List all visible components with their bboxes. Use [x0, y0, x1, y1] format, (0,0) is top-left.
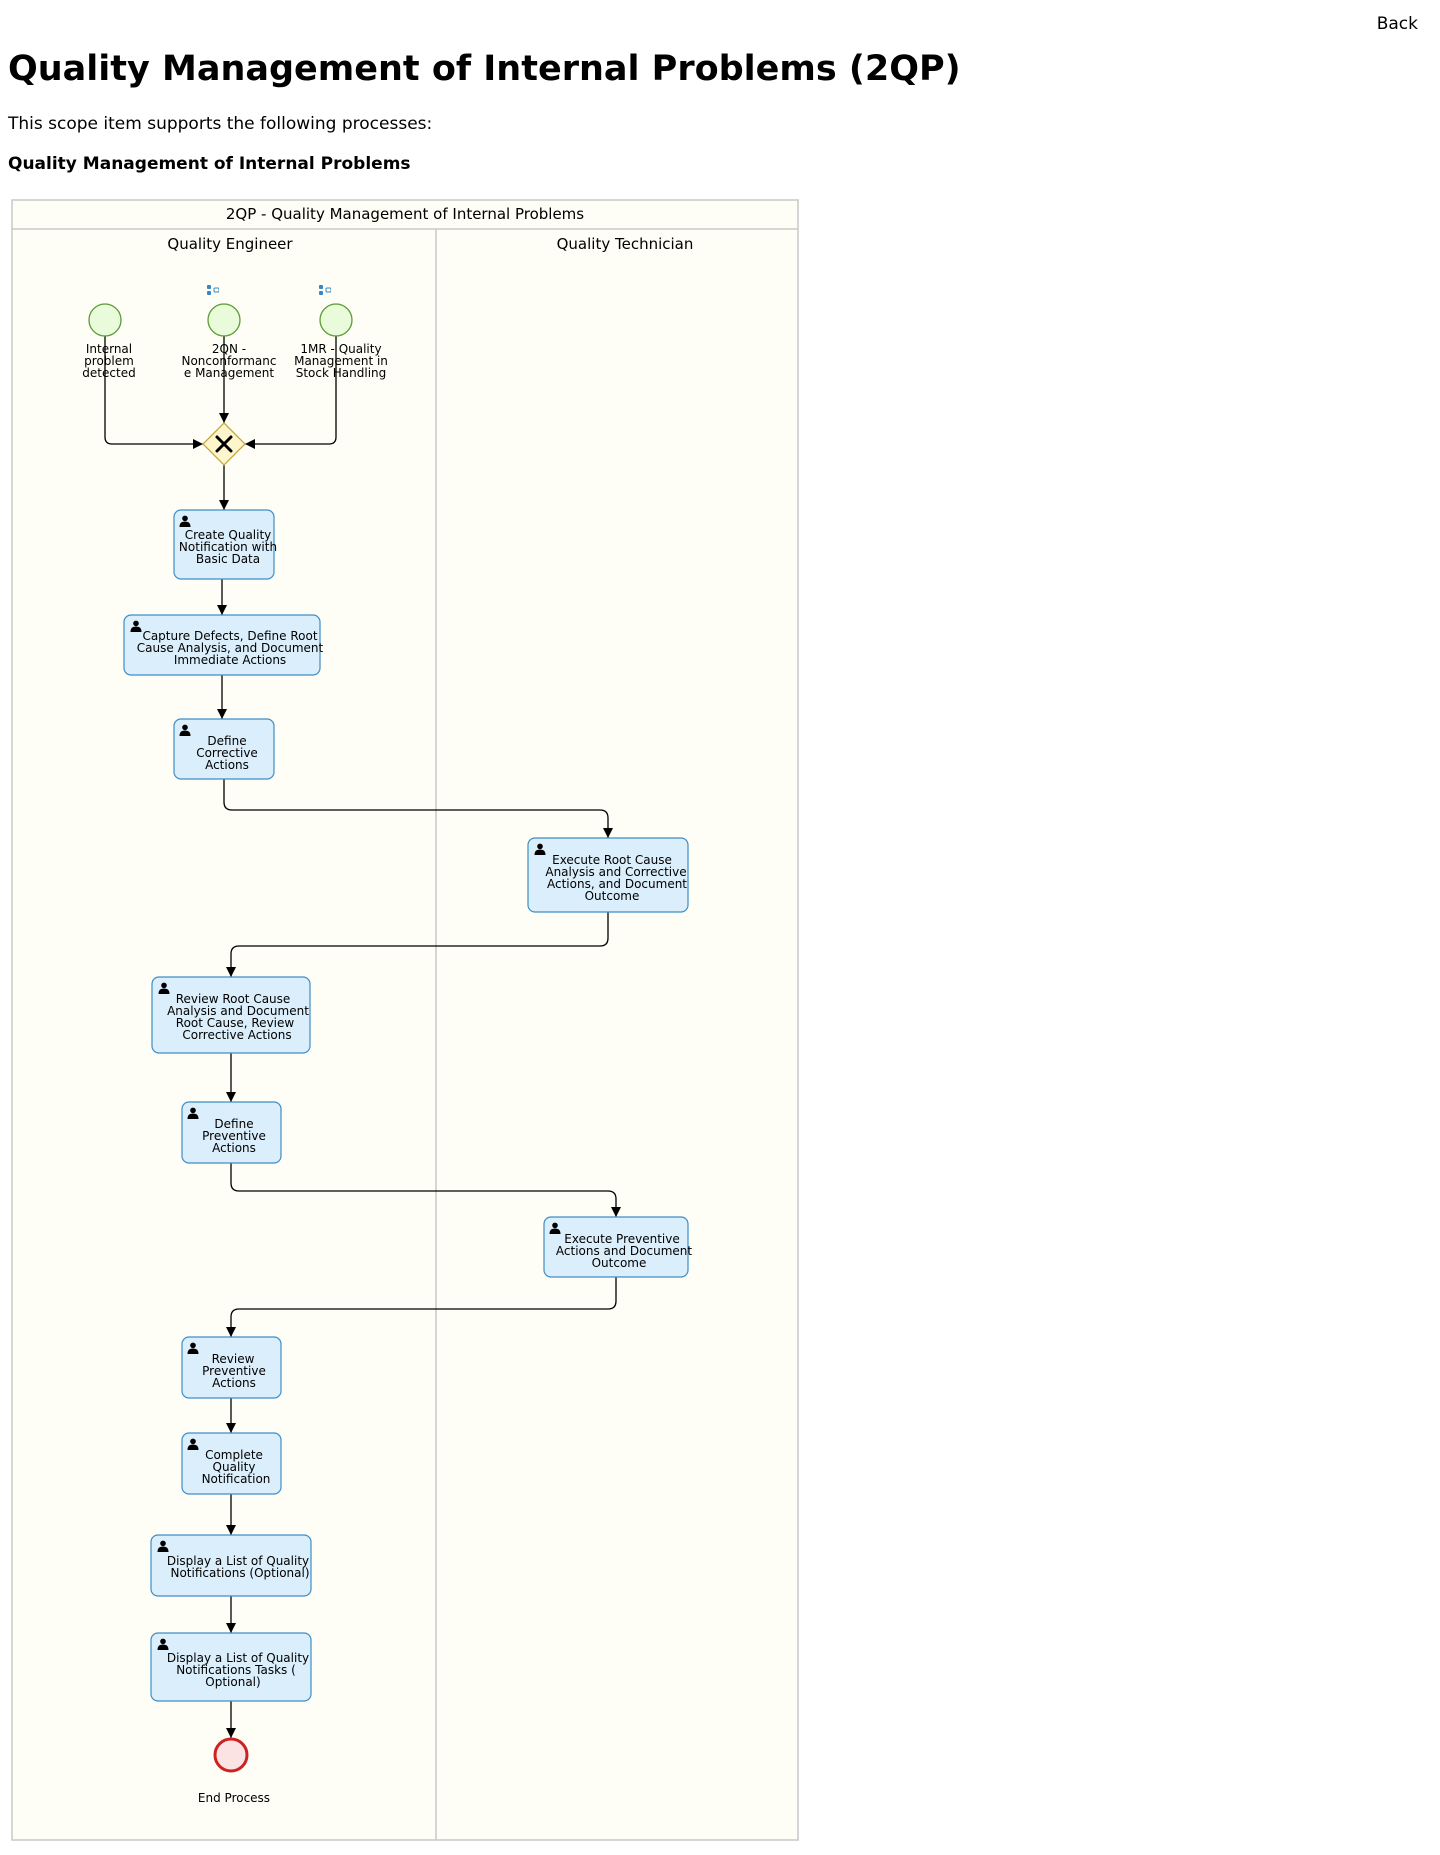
- task-complete-quality-notification[interactable]: Complete Quality Notification: [181, 1432, 282, 1495]
- task-label-line: Actions: [212, 1141, 256, 1155]
- flow-stock-to-gateway: [245, 336, 337, 449]
- lane-title-quality-engineer: Quality Engineer: [167, 235, 293, 253]
- task-label-line: Immediate Actions: [174, 653, 286, 667]
- task-label-line: Review Root Cause: [176, 992, 291, 1006]
- start-event-label-line: 2QN -: [212, 342, 246, 356]
- back-link[interactable]: Back: [1376, 14, 1418, 34]
- start-event-label-line: 1MR - Quality: [300, 342, 381, 356]
- flow-define-corrective-to-execute-root: [223, 779, 613, 838]
- task-label-line: Preventive: [202, 1364, 266, 1378]
- task-label-line: Outcome: [585, 889, 640, 903]
- start-event-internal-problem[interactable]: Internal problem detected: [82, 303, 136, 380]
- task-define-preventive-actions[interactable]: Define Preventive Actions: [181, 1101, 282, 1164]
- flow-execute-root-to-review-root: [226, 912, 609, 977]
- start-event-label-line: Stock Handling: [296, 366, 387, 380]
- task-display-list-of-quality-notification-tasks[interactable]: Display a List of Quality Notifications …: [150, 1632, 312, 1702]
- task-label-line: Preventive: [202, 1129, 266, 1143]
- process-heading: Quality Management of Internal Problems: [8, 154, 411, 174]
- task-label-line: Review: [212, 1352, 255, 1366]
- pool-frame: [11, 199, 799, 1841]
- start-event-label-line: problem: [84, 354, 134, 368]
- task-label-line: Analysis and Corrective: [545, 865, 686, 879]
- start-event-stock-handling[interactable]: 1MR - Quality Management in Stock Handli…: [294, 285, 388, 380]
- task-label-line: Notification with: [179, 540, 277, 554]
- task-create-quality-notification[interactable]: Create Quality Notification with Basic D…: [173, 509, 277, 580]
- start-event-label-line: Internal: [86, 342, 132, 356]
- task-label-line: Actions: [205, 758, 249, 772]
- task-label-line: Display a List of Quality: [167, 1651, 309, 1665]
- task-label-line: Quality: [213, 1460, 256, 1474]
- task-define-corrective-actions[interactable]: Define Corrective Actions: [173, 718, 275, 780]
- start-event-label-line: Nonconformanc: [181, 354, 276, 368]
- page-title: Quality Management of Internal Problems …: [8, 49, 961, 89]
- start-event-label-line: Management in: [294, 354, 388, 368]
- task-execute-root-cause-analysis[interactable]: Execute Root Cause Analysis and Correcti…: [527, 837, 689, 913]
- lane-title-quality-technician: Quality Technician: [557, 235, 694, 253]
- start-event-nonconformance[interactable]: 2QN - Nonconformanc e Management: [181, 285, 277, 380]
- task-review-root-cause-analysis[interactable]: Review Root Cause Analysis and Document …: [151, 976, 311, 1054]
- task-label-line: Corrective Actions: [182, 1028, 291, 1042]
- task-capture-defects[interactable]: Capture Defects, Define Root Cause Analy…: [123, 614, 324, 676]
- task-label-line: Notifications (Optional): [170, 1566, 309, 1580]
- task-label-line: Define: [214, 1117, 253, 1131]
- pool-title: 2QP - Quality Management of Internal Pro…: [226, 205, 584, 223]
- exclusive-gateway[interactable]: [202, 422, 246, 466]
- task-label-line: Corrective: [196, 746, 258, 760]
- end-event[interactable]: End Process: [198, 1737, 270, 1805]
- task-label-line: Basic Data: [196, 552, 260, 566]
- task-label-line: Complete: [205, 1448, 263, 1462]
- intro-text: This scope item supports the following p…: [8, 114, 433, 134]
- end-event-label: End Process: [198, 1791, 270, 1805]
- task-label-line: Notifications Tasks (: [176, 1663, 296, 1677]
- flow-execute-preventive-to-review-preventive: [226, 1277, 617, 1337]
- gateway-x-icon: [215, 435, 233, 453]
- task-label-line: Actions, and Document: [547, 877, 687, 891]
- task-label-line: Define: [207, 734, 246, 748]
- task-review-preventive-actions[interactable]: Review Preventive Actions: [181, 1336, 282, 1399]
- task-label-line: Root Cause, Review: [176, 1016, 295, 1030]
- task-label-line: Optional): [205, 1675, 260, 1689]
- task-label-line: Create Quality: [185, 528, 272, 542]
- task-label-line: Capture Defects, Define Root: [142, 629, 317, 643]
- task-label-line: Actions: [212, 1376, 256, 1390]
- task-label-line: Display a List of Quality: [167, 1554, 309, 1568]
- task-display-list-of-quality-notifications[interactable]: Display a List of Quality Notifications …: [150, 1534, 312, 1597]
- task-label-line: Execute Preventive: [564, 1232, 680, 1246]
- task-label-line: Outcome: [592, 1256, 647, 1270]
- task-label-line: Notification: [202, 1472, 271, 1486]
- task-label-line: Actions and Document: [556, 1244, 693, 1258]
- flow-define-preventive-to-execute-preventive: [230, 1163, 621, 1217]
- task-label-line: Analysis and Document: [167, 1004, 309, 1018]
- task-label-line: Execute Root Cause: [552, 853, 672, 867]
- start-event-label-line: detected: [82, 366, 135, 380]
- task-execute-preventive-actions[interactable]: Execute Preventive Actions and Document …: [543, 1216, 693, 1278]
- sequence-flows: [104, 336, 621, 1738]
- start-event-label-line: e Management: [184, 366, 275, 380]
- flow-internal-to-gateway: [104, 336, 203, 449]
- task-label-line: Cause Analysis, and Document: [137, 641, 324, 655]
